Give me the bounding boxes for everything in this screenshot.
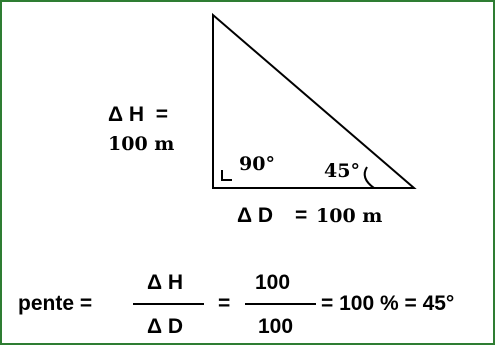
formula-result: = 100 % = 45° [321, 292, 454, 315]
delta-d-label: Δ D [237, 204, 273, 227]
fraction1-numerator: Δ H [147, 271, 183, 294]
delta-d-value: 100 m [316, 205, 382, 227]
formula-equals: = [218, 292, 230, 315]
acute-angle-label: 45° [324, 160, 360, 182]
delta-d-equals: = [295, 204, 307, 227]
fraction2-numerator: 100 [255, 271, 290, 294]
right-angle-marker [221, 170, 232, 181]
right-triangle [212, 12, 417, 189]
angle-arc [363, 166, 375, 189]
delta-h-label: Δ H = [108, 103, 168, 126]
formula-lhs: pente = [18, 292, 92, 315]
fraction1-denominator: Δ D [147, 315, 183, 338]
right-angle-label: 90° [239, 153, 275, 175]
delta-h-value: 100 m [108, 133, 174, 155]
fraction2-denominator: 100 [258, 315, 293, 338]
